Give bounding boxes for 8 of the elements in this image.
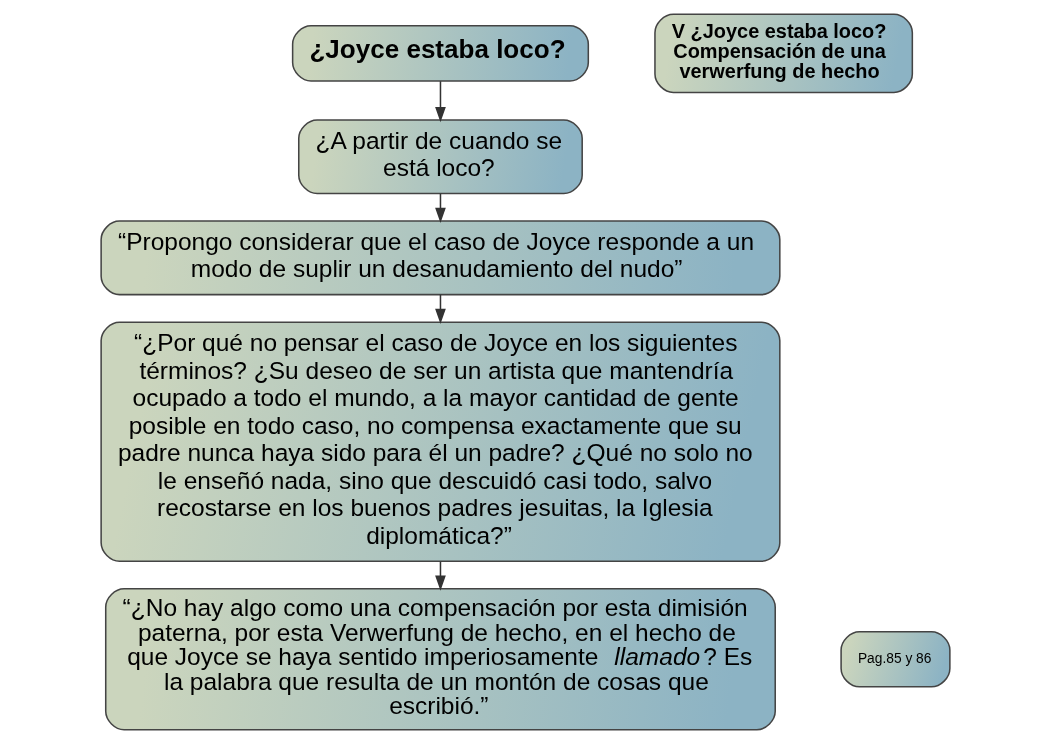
- node-box: V ¿Joyce estaba loco? Compensación de una verwerfung de hecho: [654, 13, 914, 94]
- node-box: ¿A partir de cuando se está loco?: [298, 119, 583, 195]
- arrow: [435, 80, 446, 123]
- node-box: “¿No hay algo como una compensación por esta dimisión paterna, por esta Verwerfung de hecho, en el hecho de que Joyce se haya sentido imperiosamente llamado? Es la palabra que resulta de un montón de cosas que escribió.”: [104, 588, 776, 731]
- node-box: “¿Por qué no pensar el caso de Joyce en los siguientes términos? ¿Su deseo de ser un artista que mantendría ocupado a todo el mundo, a la mayor cantidad de gente posible en todo caso, no compensa exactamente que su padre nunca haya sido para él un padre? ¿Qué no solo no le enseñó nada, sino que descuidó casi todo, salvo recostarse en los buenos padres jesuitas, la Iglesia diplomática?”: [100, 321, 781, 562]
- node-box: Pag.85 y 86: [840, 630, 951, 688]
- node-box: “Propongo considerar que el caso de Joyce responde a un modo de suplir un desanudamiento del nudo”: [100, 220, 781, 296]
- node-box: ¿Joyce estaba loco?: [291, 25, 590, 82]
